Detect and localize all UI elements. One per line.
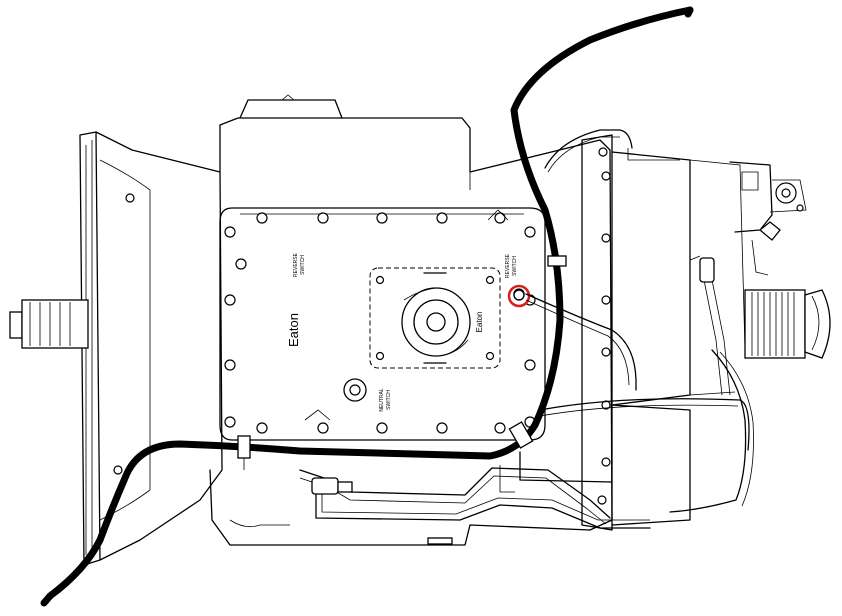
neutral-switch [343, 378, 367, 402]
wiring-harness [40, 6, 694, 607]
reverse-switch-lower-line1: REVERSE [505, 253, 511, 278]
auxiliary-section [581, 134, 807, 531]
reverse-switch-label-upper: REVERSE SWITCH [293, 252, 306, 277]
neutral-switch-label: NEUTRAL SWITCH [379, 388, 392, 412]
neutral-switch-line1: NEUTRAL [379, 388, 385, 412]
reverse-switch-lower-line2: SWITCH [512, 256, 518, 276]
reverse-switch-upper-line2: SWITCH [300, 255, 306, 275]
text-labels: Eaton Eaton REVERSE SWITCH REVERSE SWITC… [286, 252, 518, 411]
reverse-switch-upper-line1: REVERSE [293, 252, 299, 277]
input-shaft [9, 299, 89, 349]
clutch-housing [79, 131, 223, 566]
shift-brand-label: Eaton [475, 312, 484, 333]
main-case [209, 94, 613, 546]
output-yoke [744, 289, 831, 359]
shift-tower [369, 267, 501, 369]
reverse-switch-label-lower: REVERSE SWITCH [505, 253, 518, 278]
air-lines [299, 129, 754, 529]
cover-bolts [224, 212, 536, 434]
cover-brand-label: Eaton [286, 313, 301, 347]
neutral-switch-line2: SWITCH [386, 390, 392, 410]
reverse-switch [507, 284, 531, 308]
